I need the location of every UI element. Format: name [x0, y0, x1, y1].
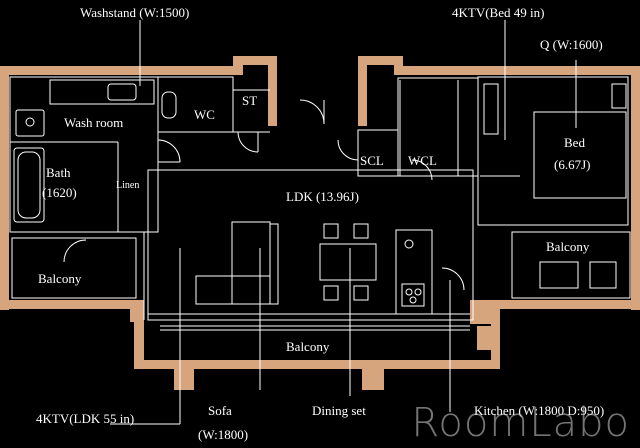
scl-label: SCL: [360, 153, 384, 168]
bath-size-label: (1620): [42, 185, 77, 200]
balcony-bottom-label: Balcony: [286, 339, 330, 354]
queen-bed-label: Q (W:1600): [540, 37, 603, 52]
bed-size-label: (6.67J): [554, 157, 591, 172]
leader-lines: [110, 20, 577, 425]
sofa-label: Sofa: [208, 403, 232, 418]
bed-label: Bed: [564, 135, 585, 150]
bedroom-tv-label: 4KTV(Bed 49 in): [452, 5, 545, 20]
kitchen-label: Kitchen (W:1800 D:950): [474, 403, 605, 418]
dining-set-label: Dining set: [312, 403, 366, 418]
wash-room-label: Wash room: [64, 115, 124, 130]
washstand-label: Washstand (W:1500): [80, 5, 190, 20]
balcony-left-label: Balcony: [38, 271, 82, 286]
outer-walls: [0, 56, 640, 390]
storage-label: ST: [242, 93, 258, 108]
plan-lines: [9, 76, 631, 331]
balcony-right-label: Balcony: [546, 239, 590, 254]
ldk-label: LDK (13.96J): [286, 189, 359, 204]
bath-label: Bath: [46, 165, 71, 180]
roomlabo-watermark: RoomLabo: [411, 400, 630, 446]
sofa-size-label: (W:1800): [198, 427, 249, 442]
wcl-label: WCL: [408, 153, 437, 168]
linen-label: Linen: [116, 180, 140, 191]
ldk-tv-label: 4KTV(LDK 55 in): [36, 411, 135, 426]
wc-label: WC: [194, 107, 215, 122]
